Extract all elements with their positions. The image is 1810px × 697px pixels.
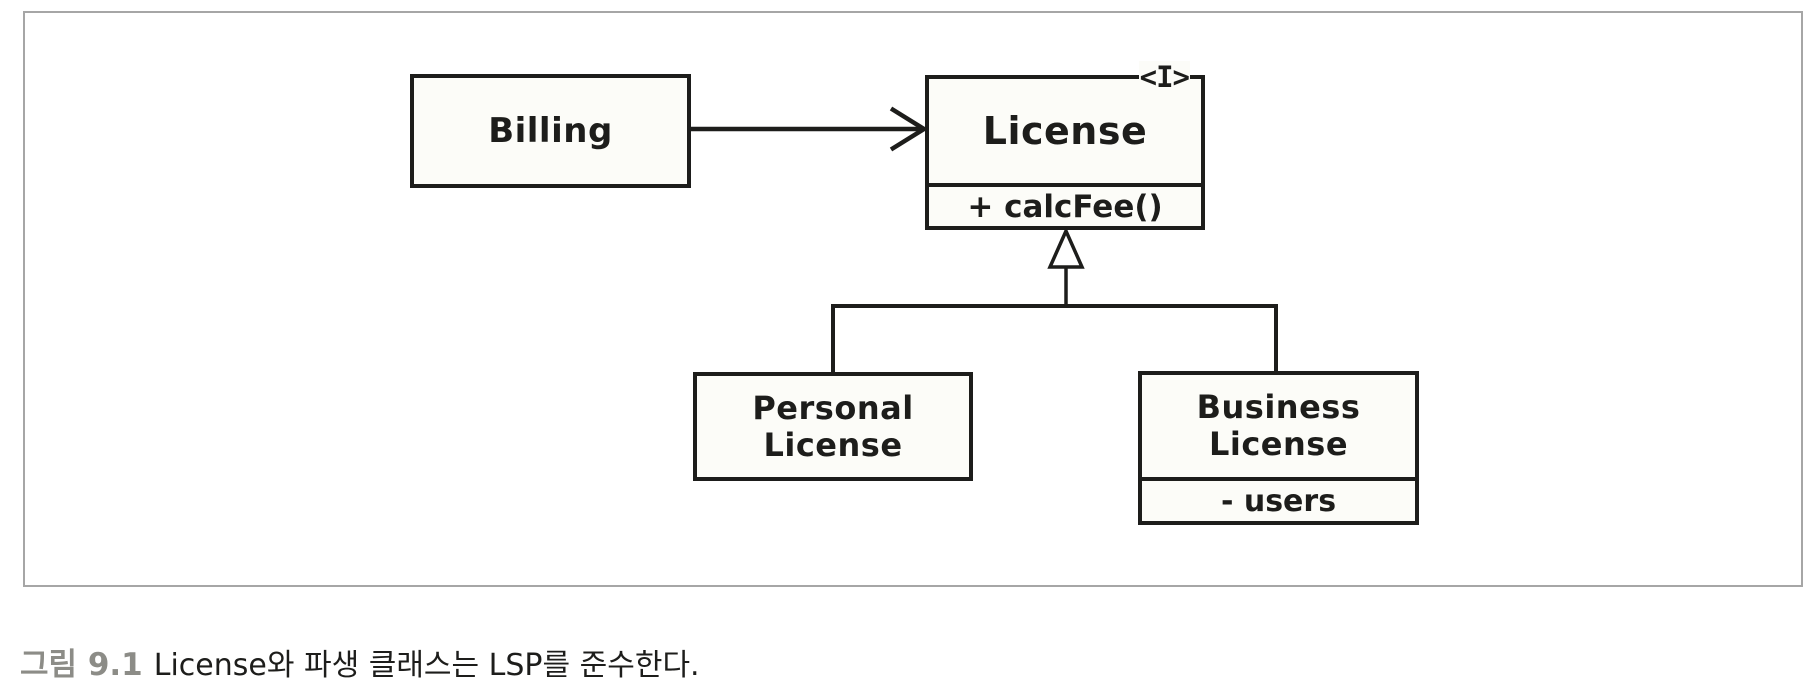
personal-class-name-line1: Personal <box>752 388 914 427</box>
business-attribute-compartment: - users <box>1142 477 1415 521</box>
class-box-personal-license: Personal License <box>693 372 973 481</box>
license-class-name: License <box>982 109 1148 153</box>
billing-class-name: Billing <box>488 111 613 151</box>
license-title-compartment: License <box>929 79 1201 183</box>
business-class-name-line1: Business <box>1196 388 1361 426</box>
figure-caption-text: License와 파생 클래스는 LSP를 준수한다. <box>153 648 700 683</box>
business-title-compartment: Business License <box>1142 375 1415 477</box>
class-box-license: <I> License + calcFee() <box>925 61 1205 230</box>
figure-caption: 그림 9.1 License와 파생 클래스는 LSP를 준수한다. <box>20 639 700 684</box>
business-attribute-label: - users <box>1220 483 1337 519</box>
class-box-business-license: Business License - users <box>1138 371 1419 525</box>
personal-title-compartment: Personal License <box>697 376 969 477</box>
figure-caption-number: 그림 9.1 <box>20 647 143 683</box>
diagram-panel <box>23 11 1803 587</box>
class-box-billing: Billing <box>410 74 691 188</box>
interface-stereotype-badge: <I> <box>1138 60 1190 94</box>
license-method-label: + calcFee() <box>967 188 1163 225</box>
license-method-compartment: + calcFee() <box>929 183 1201 226</box>
billing-title-compartment: Billing <box>414 78 687 184</box>
personal-class-name-line2: License <box>763 425 903 464</box>
business-class-name-line2: License <box>1208 425 1349 463</box>
